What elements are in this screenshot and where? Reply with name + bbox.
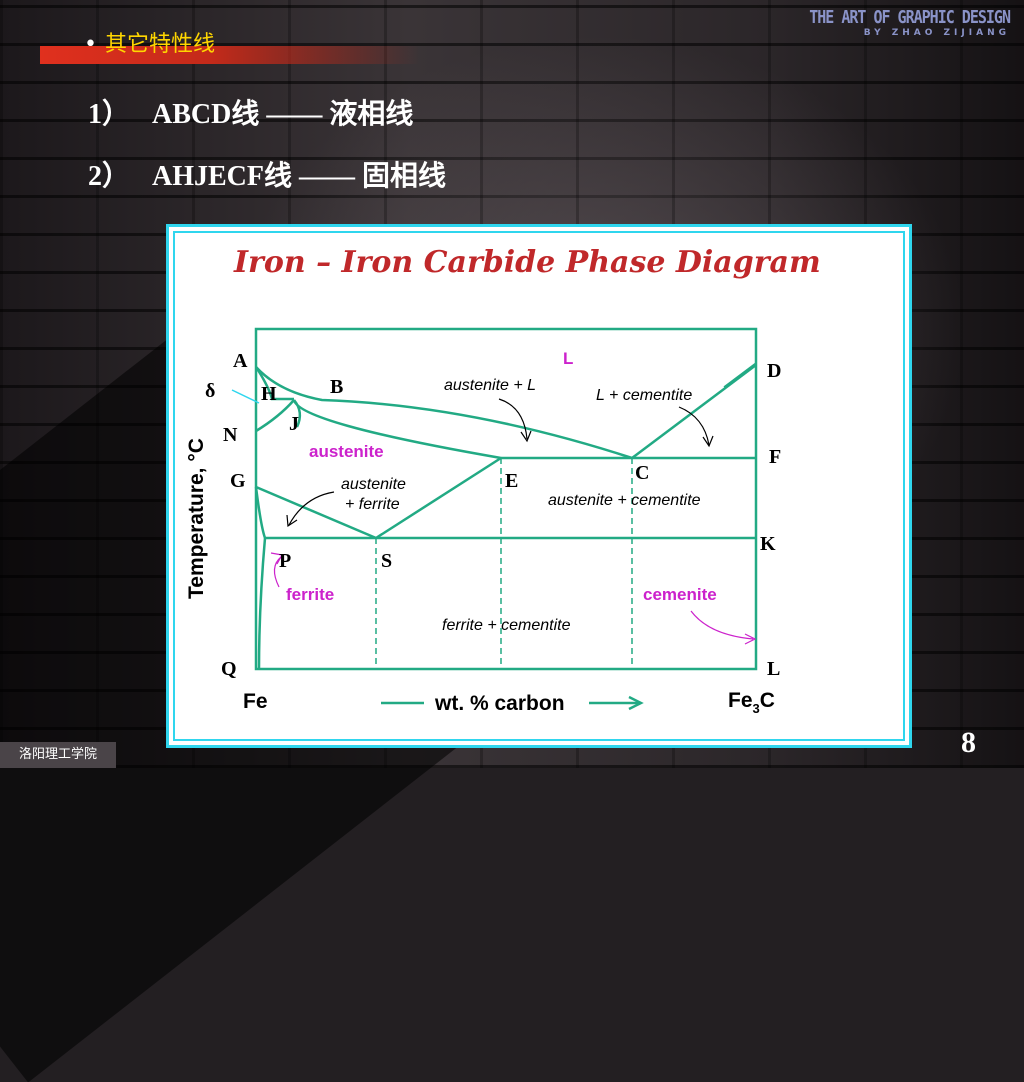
line-cd (631, 364, 757, 459)
line-ah (254, 366, 294, 401)
diagram-frame (254, 327, 758, 671)
label-e: E (505, 470, 518, 492)
region-austenite-l: austenite + L (444, 377, 536, 394)
point-line-1: 1） ABCD线 —— 液相线 (88, 92, 413, 132)
phase-diagram: Iron – Iron Carbide Phase Diagram (185, 245, 821, 716)
title-accent-bar (40, 46, 420, 64)
region-austenite: austenite (309, 442, 384, 461)
x-axis-right: Fe3C (728, 689, 775, 716)
label-g: G (230, 470, 246, 492)
point-number: 2） (88, 161, 131, 192)
arrow-austenite-ferrite (288, 491, 335, 526)
school-footer: 洛阳理工学院 (0, 742, 116, 768)
logo-line2: BY ZHAO ZIJIANG (863, 28, 1010, 38)
logo: THE ART OF GRAPHIC DESIGN BY ZHAO ZIJIAN… (809, 6, 1011, 38)
x-axis-label: wt. % carbon (434, 692, 565, 715)
region-cemenite: cemenite (643, 585, 717, 604)
region-l-cementite: L + cementite (596, 387, 692, 404)
region-liquid: L (563, 349, 573, 368)
label-k: K (760, 533, 776, 555)
arrow-head (744, 633, 757, 645)
arrow-head (520, 430, 532, 443)
label-n: N (223, 424, 238, 446)
panel-inner-border (173, 231, 905, 741)
y-axis-label: Temperature, °C (185, 438, 208, 599)
arrow-head (702, 435, 714, 448)
point-number: 1） (88, 99, 131, 130)
arrow-l-cementite (678, 406, 710, 446)
logo-line1: THE ART OF GRAPHIC DESIGN (809, 6, 1011, 28)
delta-pointer (231, 389, 260, 404)
line-d-tip (723, 362, 757, 388)
line-se (375, 456, 502, 540)
region-ferrite-cementite: ferrite + cementite (442, 617, 571, 634)
region-ferrite: ferrite (286, 585, 334, 604)
label-d: D (767, 360, 781, 382)
label-q: Q (221, 658, 237, 680)
label-b: B (330, 376, 343, 398)
region-austenite-ferrite-2: + ferrite (345, 496, 400, 513)
point-line-2: 2） AHJECF线 —— 固相线 (88, 154, 446, 194)
label-delta: δ (205, 380, 215, 402)
region-austenite-cementite: austenite + cementite (548, 492, 701, 509)
heading-text: 其它特性线 (104, 32, 215, 57)
line-gp (254, 486, 267, 539)
label-l: L (767, 658, 780, 680)
phase-diagram-panel: Iron – Iron Carbide Phase Diagram (166, 224, 912, 748)
label-h: H (261, 383, 277, 405)
region-austenite-ferrite-1: austenite (341, 476, 406, 493)
label-p: P (279, 550, 291, 572)
x-axis-left: Fe (243, 690, 268, 713)
point-text: ABCD线 —— 液相线 (152, 99, 414, 130)
bullet-icon: • (84, 32, 97, 57)
slide-heading: • 其它特性线 (84, 26, 215, 58)
label-j: J (289, 413, 299, 435)
label-s: S (381, 550, 392, 572)
label-c: C (635, 462, 649, 484)
label-f: F (769, 446, 781, 468)
label-a: A (233, 350, 248, 372)
line-nh (255, 399, 295, 433)
diagram-title: Iron – Iron Carbide Phase Diagram (233, 245, 821, 280)
arrow-austenite-l (498, 398, 528, 440)
line-gs (255, 485, 377, 540)
point-text: AHJECF线 —— 固相线 (152, 161, 447, 192)
line-je (292, 399, 502, 460)
line-abc (255, 366, 633, 460)
line-pq (257, 537, 267, 670)
x-axis-arrow-icon (628, 695, 644, 711)
arrow-head (286, 514, 298, 528)
arrow-cemenite (690, 610, 754, 640)
arrow-head (270, 552, 283, 565)
page-number: 8 (961, 726, 976, 759)
